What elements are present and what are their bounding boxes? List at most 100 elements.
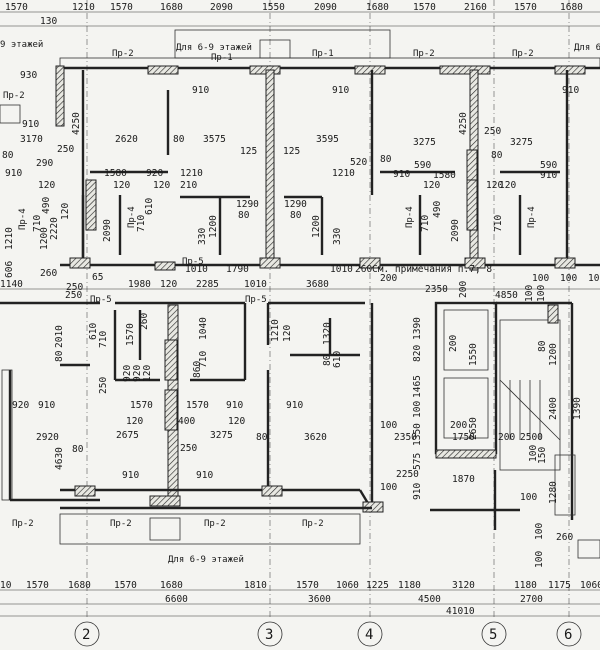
dim-490-a: 490 — [41, 197, 52, 214]
dim-80-i: 80 — [537, 340, 548, 352]
window-label-pr1-a: Пр-1 — [211, 53, 233, 63]
dim-80-f: 80 — [290, 210, 302, 221]
window-label-pr2-b: Пр-2 — [413, 49, 435, 59]
dim-910-h: 910 — [226, 400, 243, 411]
dim-1010-c: 1010 — [244, 279, 267, 290]
dim-710-c: 710 — [420, 215, 431, 232]
dim-910-c: 910 — [562, 85, 579, 96]
dim-575: 575 — [412, 453, 423, 470]
top-overall-dim-8: 1570 — [413, 2, 436, 13]
dim-1010-b: 1010 — [330, 264, 353, 275]
upper-partitions — [60, 69, 600, 271]
dim-1750: 1750 — [452, 432, 475, 443]
corridor-dimensions: 1140 250 1980 120 2285 1010 3680 200 235… — [0, 273, 600, 302]
axis-marker-2: 2 — [82, 627, 90, 643]
bottom-dim-1570-c: 1570 — [296, 580, 319, 591]
bottom-dimension-chain: 10 1570 1680 1570 1680 1810 1570 1060 12… — [0, 580, 600, 617]
dim-100-f: 100 — [380, 420, 397, 431]
dim-1010-a: 1010 — [185, 264, 208, 275]
top-overall-dim-10: 1570 — [514, 2, 537, 13]
window-label-pr2-d: Пр-2 — [3, 91, 25, 101]
dim-250-e: 250 — [98, 377, 109, 394]
dim-860: 860 — [192, 361, 203, 378]
dim-1980: 1980 — [128, 279, 151, 290]
bottom-dim-6600: 6600 — [165, 594, 188, 605]
dim-710-a: 710 — [32, 215, 43, 232]
bottom-dim-2700: 2700 — [520, 594, 543, 605]
door-label-pr5-c: Пр-5 — [245, 295, 267, 305]
dim-100-i: 100 — [380, 482, 397, 493]
dim-210: 210 — [180, 180, 197, 191]
dim-100-j: 100 — [520, 492, 537, 503]
dim-80-k: 80 — [72, 444, 84, 455]
dim-2090-b: 2090 — [450, 219, 461, 242]
top-facade-wall: Для 6-9 этажей 9 этажей Для 6 Пр-2 Пр-1 … — [0, 29, 600, 101]
dim-2350-b: 2350 — [394, 432, 417, 443]
dim-910-e: 910 — [393, 169, 410, 180]
dim-200-e: 200 — [498, 432, 515, 443]
dim-80-e: 80 — [238, 210, 250, 221]
dim-80-h: 80 — [322, 354, 333, 366]
dim-1200-b: 1200 — [311, 215, 322, 238]
bottom-dim-1180-a: 1180 — [398, 580, 421, 591]
dim-3275-b: 3275 — [510, 137, 533, 148]
dim-2500: 2500 — [520, 432, 543, 443]
dim-710-b: 710 — [136, 215, 147, 232]
dim-120-l: 120 — [228, 416, 245, 427]
top-overall-dim-11: 1680 — [560, 2, 583, 13]
dim-2090-a: 2090 — [102, 219, 113, 242]
dim-1465: 1465 — [412, 375, 423, 398]
dim-2350-a: 2350 — [425, 284, 448, 295]
dim-910-j: 910 — [122, 470, 139, 481]
dim-1210-d: 1210 — [270, 319, 281, 342]
bottom-dim-1680-b: 1680 — [160, 580, 183, 591]
dim-1870: 1870 — [452, 474, 475, 485]
dim-125-a: 125 — [240, 146, 257, 157]
stair-elevator-block — [430, 301, 600, 559]
top-overall-dim-3: 1680 — [160, 2, 183, 13]
dim-120-j: 120 — [142, 365, 153, 382]
top-overall-dim-6: 2090 — [314, 2, 337, 13]
dim-1320: 1320 — [322, 322, 333, 345]
dim-2400: 2400 — [548, 397, 559, 420]
dim-80-d: 80 — [2, 150, 14, 161]
dim-490-b: 490 — [432, 201, 443, 218]
bottom-dim-1060-b: 1060 — [580, 580, 600, 591]
dim-80-a: 80 — [173, 134, 185, 145]
dim-400: 400 — [178, 416, 195, 427]
dim-125-b: 125 — [283, 146, 300, 157]
top-overall-dim-9: 2160 — [464, 2, 487, 13]
dim-80-b: 80 — [380, 154, 392, 165]
dim-910-a: 910 — [192, 85, 209, 96]
top-overall-dim-4: 2090 — [210, 2, 233, 13]
dim-120-a: 120 — [38, 180, 55, 191]
dim-910-f: 910 — [540, 170, 557, 181]
door-label-pr5-b: Пр-5 — [90, 295, 112, 305]
door-label-pr5-a: Пр-5 — [182, 257, 204, 267]
dim-200-d: 200 — [450, 420, 467, 431]
window-label-pr2-a: Пр-2 — [112, 49, 134, 59]
bottom-dim-41010: 41010 — [446, 606, 475, 617]
dim-120-k: 120 — [126, 416, 143, 427]
upper-dimensions: 910 910 910 4250 2620 80 3575 125 125 35… — [2, 85, 579, 305]
dim-910-k: 910 — [196, 470, 213, 481]
window-label-pr2-g: Пр-2 — [204, 519, 226, 529]
dim-1280: 1280 — [548, 481, 559, 504]
dim-120-c: 120 — [153, 180, 170, 191]
dim-920-b: 920 — [132, 365, 143, 382]
dim-260-d: 260 — [556, 532, 573, 543]
dim-130: 130 — [40, 16, 57, 27]
dim-920-a: 920 — [122, 365, 133, 382]
dim-930: 930 — [20, 70, 37, 81]
dim-2010: 2010 — [54, 325, 65, 348]
top-dimension-chain: 1570 1210 1570 1680 2090 1550 2090 1680 … — [0, 2, 600, 27]
note-see-remarks: См. примечания п.7; 8 — [372, 264, 492, 275]
dim-610-c: 610 — [332, 351, 343, 368]
bottom-dim-1570-a: 1570 — [26, 580, 49, 591]
dim-80-c: 80 — [491, 150, 503, 161]
bottom-dim-1225: 1225 — [366, 580, 389, 591]
dim-100-a: 100 — [532, 273, 549, 284]
window-label-pr2-c: Пр-2 — [512, 49, 534, 59]
dim-910-l: 910 — [412, 483, 423, 500]
dim-1350: 1350 — [412, 423, 423, 446]
